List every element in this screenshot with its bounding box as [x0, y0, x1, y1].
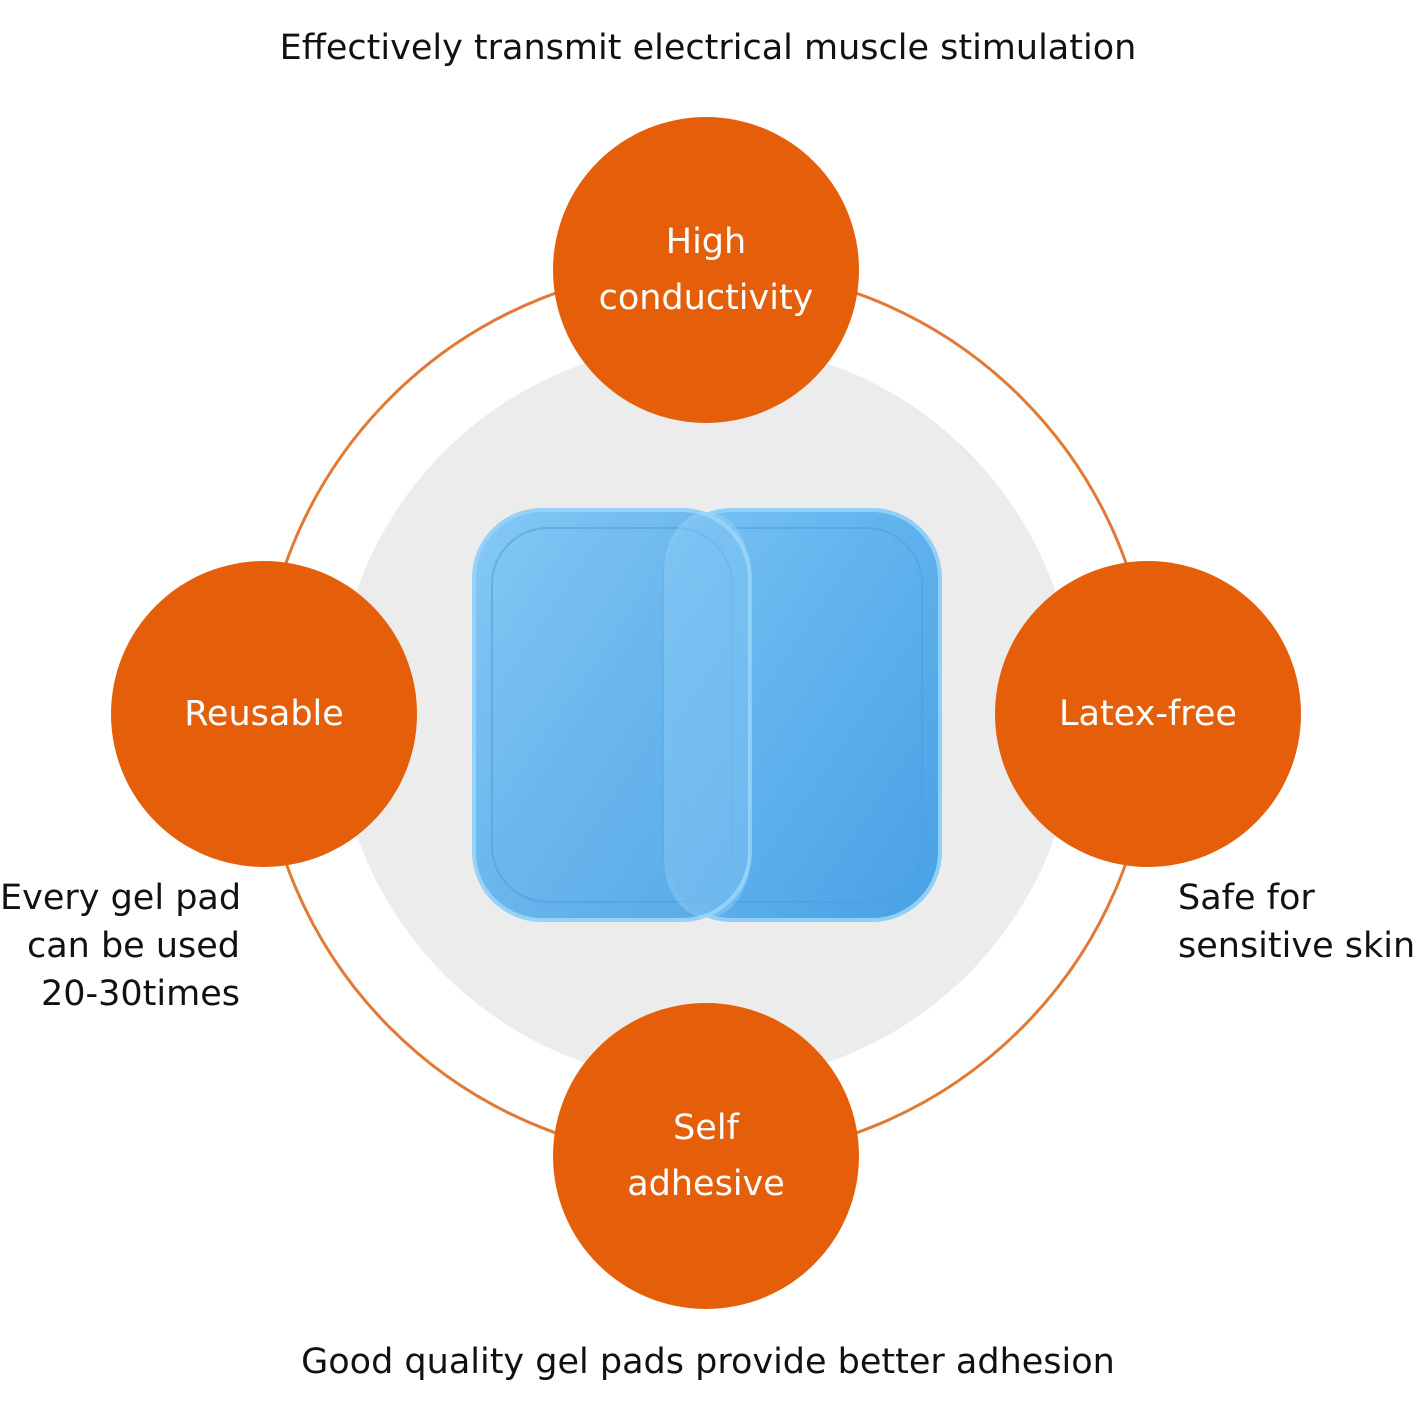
note-line: Safe for: [1178, 878, 1315, 918]
latex-free-note: Safe for sensitive skin: [1178, 874, 1415, 970]
note-line: Every gel pad: [0, 878, 242, 918]
reusable-note: Every gel pad can be used 20-30times: [0, 874, 242, 1018]
feature-label: conductivity: [598, 278, 814, 318]
gel-pads-icon: [472, 508, 942, 922]
feature-label: Latex-free: [1059, 694, 1237, 734]
feature-label: adhesive: [627, 1164, 785, 1204]
feature-self-adhesive: Self adhesive: [553, 1003, 859, 1309]
note-line: can be used: [26, 926, 240, 966]
feature-label: Reusable: [184, 694, 344, 734]
feature-label: High: [665, 222, 747, 262]
feature-high-conductivity: High conductivity: [553, 117, 859, 423]
feature-reusable: Reusable: [111, 561, 417, 867]
headline: Effectively transmit electrical muscle s…: [279, 28, 1137, 68]
note-line: sensitive skin: [1178, 926, 1416, 966]
footer-caption: Good quality gel pads provide better adh…: [301, 1342, 1115, 1382]
note-line: 20-30times: [40, 974, 240, 1014]
feature-latex-free: Latex-free: [995, 561, 1301, 867]
feature-label: Self: [673, 1108, 739, 1148]
